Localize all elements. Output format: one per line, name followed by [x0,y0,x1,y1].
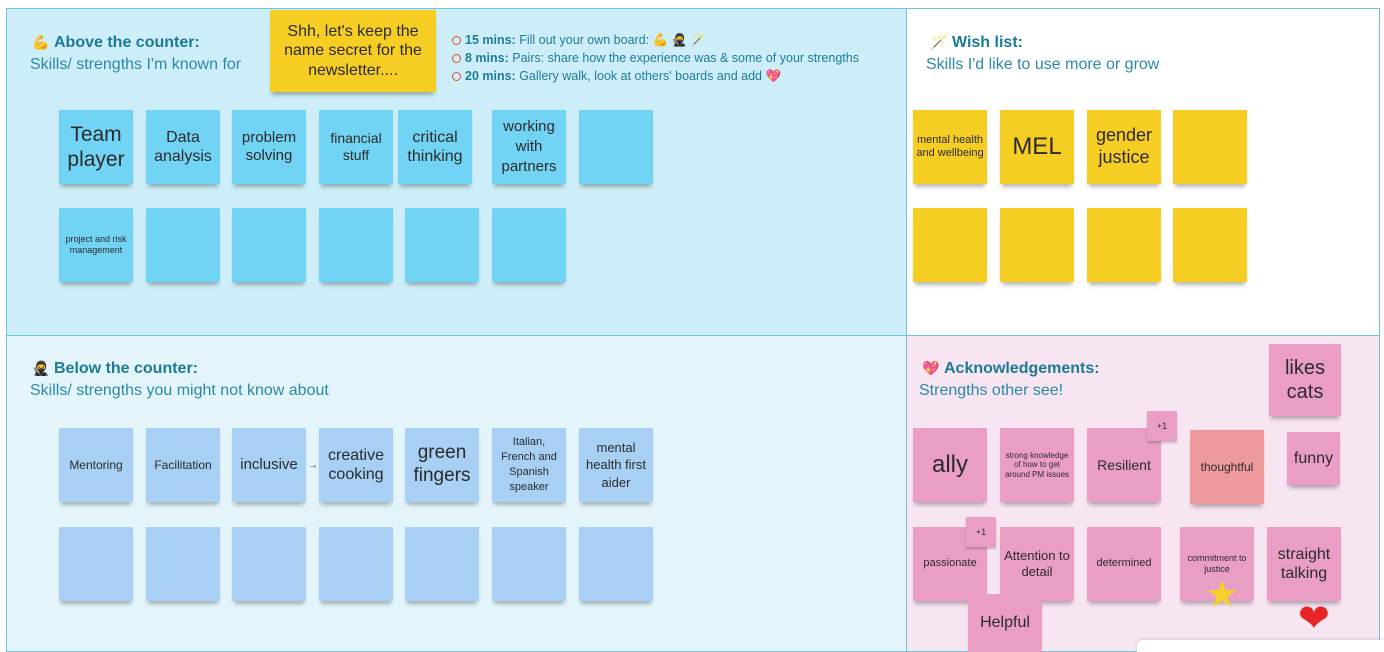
sticky-note[interactable] [1173,208,1247,282]
magic-wand-icon: 🪄 [930,34,948,50]
sticky-note[interactable]: MEL [1000,110,1074,184]
sticky-note[interactable] [492,527,566,601]
heart-icon[interactable]: ❤ [1298,598,1330,640]
sticky-note[interactable]: strong knowledge of how to get around PM… [1000,428,1074,502]
sticky-note[interactable]: Data analysis [146,110,220,184]
sticky-note[interactable] [405,208,479,282]
sticky-note[interactable]: determined [1087,527,1161,601]
sparkling-heart-icon: 💖 [922,360,940,376]
sticky-note[interactable] [319,208,393,282]
above-counter-subtitle: Skills/ strengths I'm known for [30,56,242,73]
sticky-note[interactable] [146,527,220,601]
sticky-note[interactable]: working with partners [492,110,566,184]
wish-list-subtitle: Skills I'd like to use more or grow [926,56,1160,73]
alarm-clock-icon [452,54,461,63]
sticky-note[interactable]: mental health and wellbeing [913,110,987,184]
sticky-note[interactable]: gender justice [1087,110,1161,184]
sticky-note[interactable]: financial stuff [319,110,393,184]
sticky-note[interactable] [405,527,479,601]
sticky-note[interactable]: creative cooking [319,428,393,502]
secret-sticky-note[interactable]: Shh, let's keep the name secret for the … [270,10,436,92]
above-counter-title: 💪Above the counter: [32,34,200,51]
sticky-note[interactable]: commitment to justice [1180,527,1254,601]
star-icon[interactable]: ★ [1205,574,1240,616]
sticky-note[interactable]: Facilitation [146,428,220,502]
plus-one-note[interactable]: +1 [1147,411,1177,441]
sticky-note[interactable]: ally [913,428,987,502]
below-counter-title: 🥷Below the counter: [32,360,199,377]
sticky-note[interactable]: project and risk management [59,208,133,282]
sticky-note[interactable]: Helpful [968,594,1042,652]
sticky-note[interactable] [579,110,653,184]
sticky-note[interactable] [492,208,566,282]
sticky-note[interactable]: straight talking [1267,527,1341,601]
sticky-note[interactable] [232,527,306,601]
alarm-clock-icon [452,36,461,45]
activity-steps: 15 mins: Fill out your own board: 💪 🥷 🪄 … [452,31,859,85]
sticky-note[interactable]: Team player [59,110,133,184]
sticky-note[interactable] [1000,208,1074,282]
sticky-note[interactable] [1173,110,1247,184]
step-3: 20 mins: Gallery walk, look at others' b… [452,67,859,85]
sticky-note[interactable] [1087,208,1161,282]
sticky-note[interactable]: critical thinking [398,110,472,184]
sticky-note[interactable]: funny [1287,432,1340,485]
acknowledgements-title: 💖Acknowledgements: [922,360,1100,377]
sticky-note[interactable] [59,527,133,601]
sticky-note[interactable] [579,527,653,601]
sticky-note[interactable] [913,208,987,282]
sticky-note[interactable]: likes cats [1269,344,1341,416]
plus-one-note[interactable]: +1 [966,517,996,547]
step-2: 8 mins: Pairs: share how the experience … [452,49,859,67]
ninja-icon: 🥷 [32,360,50,376]
sticky-note[interactable]: mental health first aider [579,428,653,502]
sticky-note[interactable] [146,208,220,282]
flexed-biceps-icon: 💪 [32,34,50,50]
sticky-note[interactable] [319,527,393,601]
step-1: 15 mins: Fill out your own board: 💪 🥷 🪄 [452,31,859,49]
sticky-note[interactable] [232,208,306,282]
sticky-note[interactable]: Attention to detail [1000,527,1074,601]
below-counter-subtitle: Skills/ strengths you might not know abo… [30,382,329,399]
alarm-clock-icon [452,72,461,81]
sticky-note[interactable]: thoughtful [1190,430,1264,504]
sticky-note[interactable]: problem solving [232,110,306,184]
floating-panel-edge [1137,640,1384,652]
wish-list-title: 🪄Wish list: [930,34,1023,51]
sticky-note[interactable]: inclusive [232,428,306,502]
sticky-note[interactable]: green fingers [405,428,479,502]
sticky-note[interactable]: Mentoring [59,428,133,502]
sticky-note[interactable]: Italian, French and Spanish speaker [492,428,566,502]
connector-arrow[interactable]: → [308,460,318,471]
acknowledgements-subtitle: Strengths other see! [919,382,1064,399]
